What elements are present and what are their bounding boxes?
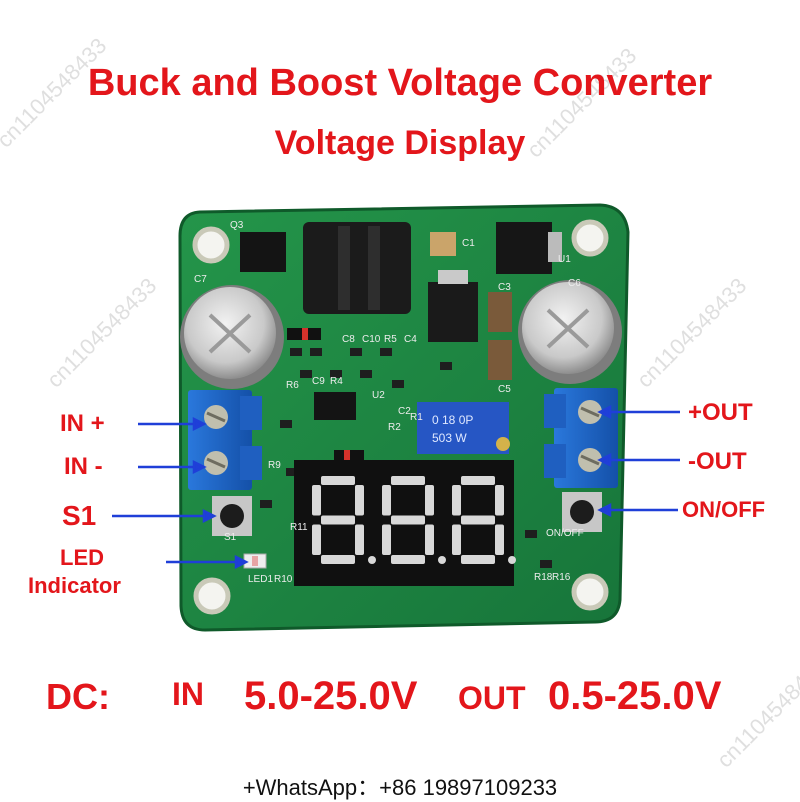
mosfet-q3	[240, 232, 286, 272]
silkscreen-label: LED1	[248, 574, 273, 585]
digit-2-segment-a	[461, 476, 495, 485]
silkscreen-label: R2	[388, 422, 401, 433]
svg-text:503 W: 503 W	[432, 431, 467, 445]
label-out-plus: +OUT	[688, 399, 753, 426]
digit-2-segment-b	[495, 485, 504, 516]
silkscreen-label: R10	[274, 574, 293, 585]
silkscreen-label: C9	[312, 376, 325, 387]
digit-2-dot	[508, 556, 516, 564]
title-line-1: Buck and Boost Voltage Converter	[87, 62, 713, 104]
silkscreen-label: S1	[224, 532, 237, 543]
digit-2-segment-c	[495, 524, 504, 555]
label-s1: S1	[62, 500, 97, 531]
label-arrows	[112, 404, 680, 570]
title-line-2: Voltage Display	[274, 124, 526, 162]
footer-in: IN	[172, 676, 204, 712]
label-on-off: ON/OFF	[682, 497, 766, 522]
digit-0-segment-a	[321, 476, 355, 485]
silkscreen-label: C5	[498, 384, 511, 395]
digit-1-dot	[438, 556, 446, 564]
digit-0-dot	[368, 556, 376, 564]
digit-1-segment-d	[391, 555, 425, 564]
silkscreen-label: R1	[410, 412, 423, 423]
label-in-minus: IN -	[64, 453, 103, 480]
footer-out: OUT	[458, 680, 526, 716]
label-indicator: Indicator	[28, 573, 121, 598]
digit-1-segment-a	[391, 476, 425, 485]
footer-dc: DC:	[46, 676, 110, 717]
terminal-block-input	[188, 390, 262, 490]
digit-1-segment-g	[391, 515, 425, 525]
digit-1-segment-e	[382, 524, 391, 555]
label-in-plus: IN +	[60, 410, 105, 437]
silkscreen-label: R5	[384, 334, 397, 345]
smd-resistors	[260, 348, 557, 568]
digit-0-segment-f	[312, 485, 321, 516]
silkscreen-label: ON/OFF	[546, 528, 584, 539]
silkscreen-label: R18	[534, 572, 553, 583]
silkscreen-label: Q3	[230, 220, 244, 231]
inductor	[303, 222, 411, 314]
silkscreen-label: C2	[398, 406, 411, 417]
silkscreen-label: C10	[362, 334, 381, 345]
silkscreen-label: U1	[558, 254, 571, 265]
label-led: LED	[60, 545, 104, 570]
digit-2-segment-d	[461, 555, 495, 564]
ic-u2	[314, 392, 356, 420]
silkscreen-label: R11	[290, 522, 308, 533]
digit-0-segment-b	[355, 485, 364, 516]
digit-2-segment-e	[452, 524, 461, 555]
silkscreen-label: C8	[342, 334, 355, 345]
silkscreen-label: R16	[552, 572, 571, 583]
svg-text:0 18 0P: 0 18 0P	[432, 413, 473, 427]
footer-in-range: 5.0-25.0V	[244, 674, 418, 718]
capacitor-c6	[518, 280, 622, 384]
silkscreen-label: R6	[286, 380, 299, 391]
digit-0-segment-g	[321, 515, 355, 525]
regulator-u1	[496, 222, 562, 274]
potentiometer-icon: 0 18 0P 503 W	[417, 402, 510, 454]
button-s1	[212, 496, 252, 536]
label-out-minus: -OUT	[688, 448, 747, 475]
silkscreen-label: C3	[498, 282, 511, 293]
silkscreen-label: C4	[404, 334, 417, 345]
mounting-holes	[192, 219, 609, 615]
digit-1-segment-c	[425, 524, 434, 555]
led-indicator	[243, 553, 267, 569]
silkscreen-label: C7	[194, 274, 207, 285]
digit-0-segment-e	[312, 524, 321, 555]
digit-0-segment-d	[321, 555, 355, 564]
silkscreen-label: R9	[268, 460, 281, 471]
contact-text: +WhatsApp：+86 19897109233	[242, 775, 558, 800]
silkscreen-label: R4	[330, 376, 343, 387]
button-on-off	[562, 492, 602, 532]
digit-2-segment-f	[452, 485, 461, 516]
seven-segment-display	[294, 460, 516, 586]
digit-2-segment-g	[461, 515, 495, 525]
diode	[287, 328, 364, 462]
pcb-board	[178, 203, 630, 632]
silkscreen-label: C6	[568, 278, 581, 289]
digit-1-segment-f	[382, 485, 391, 516]
terminal-block-output	[544, 388, 618, 488]
footer-out-range: 0.5-25.0V	[548, 674, 722, 718]
silkscreen-label: U2	[372, 390, 385, 401]
capacitor-c7	[180, 285, 284, 389]
mosfet-center	[428, 270, 478, 342]
digit-0-segment-c	[355, 524, 364, 555]
smd-capacitors	[430, 232, 512, 380]
silkscreen-label: C1	[462, 238, 475, 249]
digit-1-segment-b	[425, 485, 434, 516]
